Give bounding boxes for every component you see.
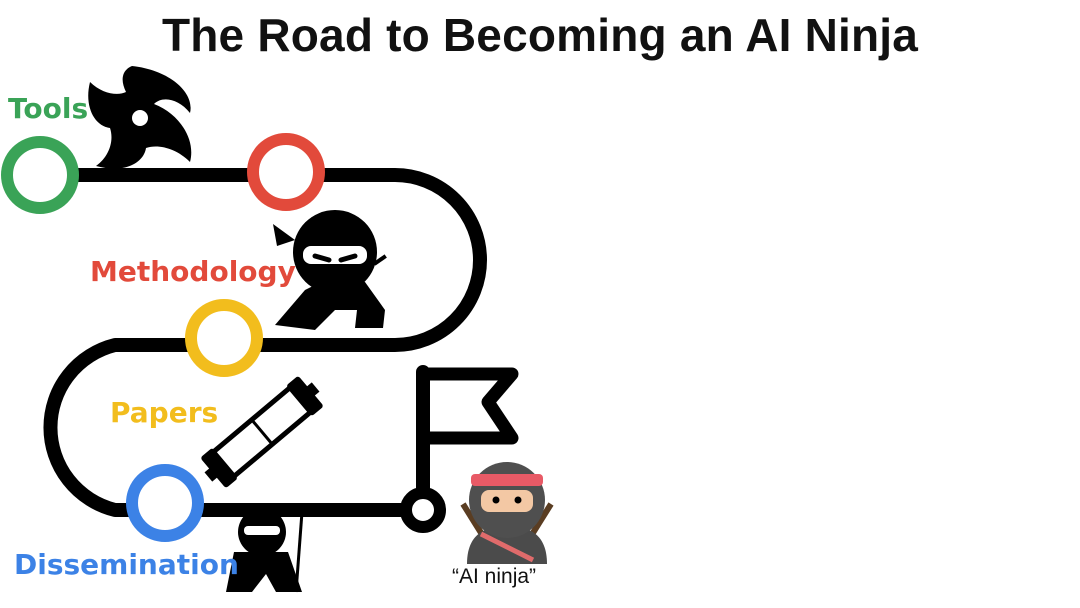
stage-node-methodology — [247, 133, 325, 211]
road-path — [33, 168, 487, 517]
ninja-sword-icon — [226, 508, 304, 593]
stage-label-methodology: Methodology — [90, 255, 296, 288]
stage-node-papers — [185, 299, 263, 377]
ninja-crouching-icon — [265, 210, 387, 330]
stage-label-dissemination: Dissemination — [14, 548, 239, 581]
shuriken-icon — [88, 66, 192, 169]
stage-label-tools: Tools — [8, 92, 89, 125]
finish-flag-icon — [400, 367, 519, 533]
stage-node-tools — [1, 136, 79, 214]
stage-node-dissemination — [126, 464, 204, 542]
scroll-icon — [201, 376, 323, 488]
ai-ninja-icon — [460, 462, 554, 564]
diagram-title: The Road to Becoming an AI Ninja — [161, 9, 919, 61]
goal-caption: “AI ninja” — [452, 565, 537, 588]
stage-label-papers: Papers — [110, 396, 219, 429]
